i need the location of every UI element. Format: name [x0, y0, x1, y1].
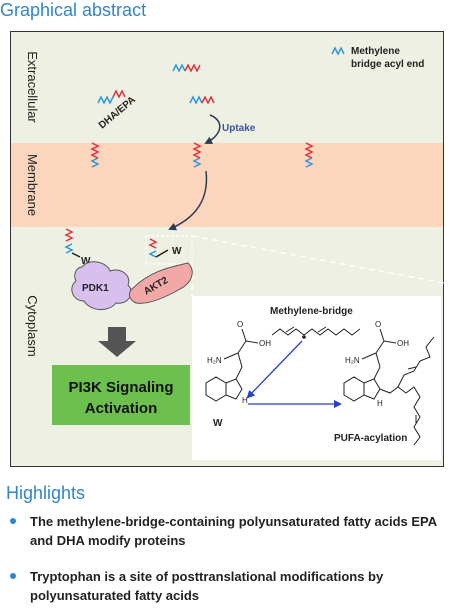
pufa-acylation-label: PUFA-acylation [334, 433, 407, 444]
trp-right-nh: H [377, 399, 383, 408]
bullet-icon [10, 573, 16, 579]
fatty-acid-chain [189, 95, 215, 105]
membrane-label: Membrane [25, 154, 40, 216]
extracellular-label: Extracellular [25, 51, 40, 123]
legend-line-2: bridge acyl end [351, 59, 424, 70]
pi3k-line-2: Activation [85, 400, 158, 417]
membrane-fatty-acid-chain [90, 142, 100, 168]
trp-right-o: O [375, 320, 381, 329]
trp-right-oh: OH [397, 339, 409, 348]
cytoplasm-label: Cytoplasm [25, 295, 40, 356]
tryptophan-structure [205, 328, 259, 402]
zoom-box [145, 235, 193, 265]
trp-left-oh: OH [259, 339, 271, 348]
membrane-fatty-acid-chain [192, 142, 202, 168]
pdk1-protein [71, 261, 132, 310]
pdk1-w-label: W [81, 256, 91, 267]
pi3k-activation-box [52, 365, 190, 425]
fatty-acid-chain [172, 63, 201, 73]
trp-left-h2n: H₂N [207, 356, 222, 365]
highlight-text: The methylene-bridge-containing polyunsa… [30, 514, 437, 548]
membrane-fatty-acid-chain [304, 142, 314, 168]
extracellular-region [10, 31, 444, 143]
bridge-to-w-arrow [246, 340, 303, 399]
figure-border [10, 31, 444, 467]
highlights-title: Highlights [6, 483, 86, 503]
trp-left-o: O [237, 320, 243, 329]
bullet-icon [10, 518, 16, 524]
w-label: W [213, 418, 223, 429]
uptake-label: Uptake [222, 123, 256, 134]
methylene-bridge-dot [302, 335, 306, 339]
chemistry-inset [192, 296, 441, 460]
acylated-tryptophan-structure [343, 328, 435, 446]
trp-left-nh: H [242, 396, 248, 405]
methylene-bridge-label: Methylene-bridge [270, 306, 353, 317]
uptake-arrow [204, 114, 221, 144]
graphical-abstract-figure: Extracellular Membrane Cytoplasm Methyle… [10, 31, 444, 467]
akt2-w-label: W [172, 246, 182, 257]
fatty-acid-chain [97, 89, 126, 105]
pi3k-line-1: PI3K Signaling [68, 379, 173, 396]
highlight-text: Tryptophan is a site of posttranslationa… [30, 569, 384, 603]
pdk1-acyl-chain [64, 228, 81, 258]
membrane-region [10, 143, 444, 227]
zoom-line [191, 235, 444, 284]
graphical-abstract-title: Graphical abstract [0, 0, 147, 20]
internalization-arrow [168, 170, 208, 231]
trp-right-h2n: H₂N [345, 356, 360, 365]
legend-methylene-chain-icon [331, 46, 345, 56]
signaling-arrow [98, 327, 136, 357]
akt2-acyl-chain [148, 238, 169, 258]
methylene-bridge-structure [271, 326, 361, 336]
legend-line-1: Methylene [351, 46, 400, 57]
akt2-protein [128, 262, 193, 304]
pdk1-label: PDK1 [82, 283, 109, 294]
